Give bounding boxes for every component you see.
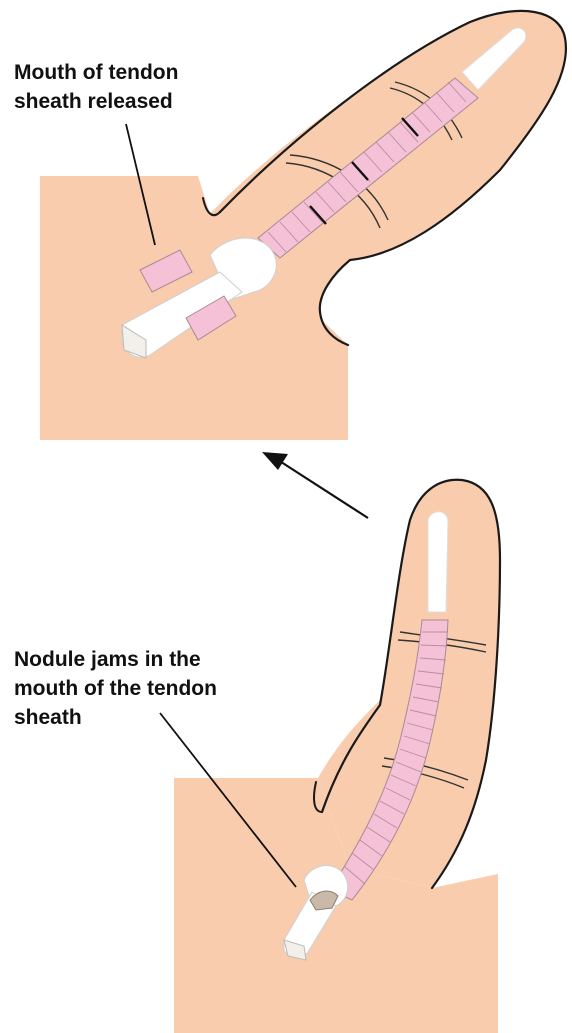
arrow-head — [262, 452, 288, 470]
released-label-line-2: sheath released — [14, 87, 178, 116]
finger-bottom — [318, 480, 500, 888]
jammed-label-line-2: mouth of the tendon — [14, 674, 217, 703]
jammed-label: Nodule jams in the mouth of the tendon s… — [14, 645, 217, 732]
transition-arrow — [262, 452, 368, 518]
jammed-label-line-3: sheath — [14, 703, 217, 732]
released-label: Mouth of tendon sheath released — [14, 58, 178, 116]
tendon-distal-bottom — [428, 512, 448, 612]
released-label-line-1: Mouth of tendon — [14, 58, 178, 87]
jammed-finger-illustration — [174, 480, 500, 1033]
jammed-label-line-1: Nodule jams in the — [14, 645, 217, 674]
